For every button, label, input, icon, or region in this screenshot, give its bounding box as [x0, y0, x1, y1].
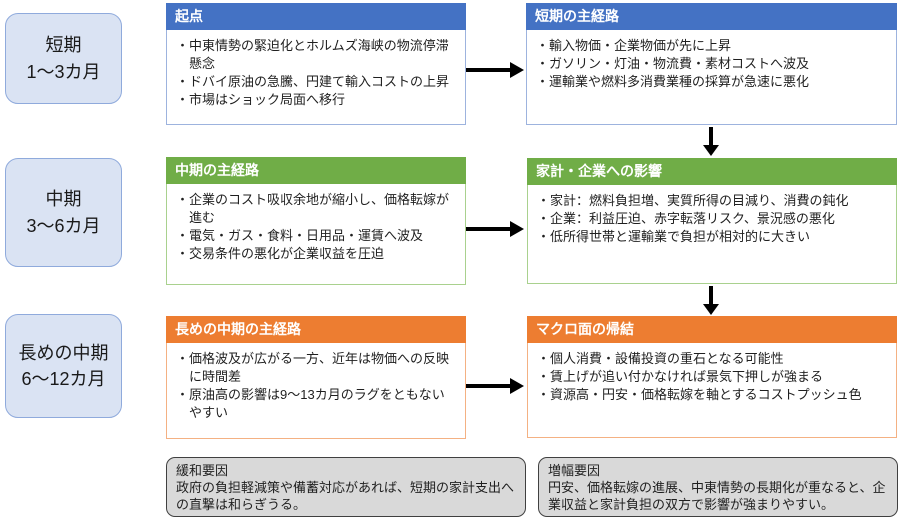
- bullet-item: ・価格波及が広がる一方、近年は物価への反映に時間差: [176, 351, 450, 384]
- bullet-item: ・交易条件の悪化が企業収益を圧迫: [176, 245, 385, 261]
- bullet-item: ・輸入物価・企業物価が先に上昇: [536, 38, 732, 53]
- box-impact-body: ・家計：燃料負担増、実質所得の目減り、消費の鈍化 ・企業：利益圧迫、赤字転落リス…: [528, 185, 896, 283]
- box-mid-term-path-body: ・企業のコスト吸収余地が縮小し、価格転嫁が進む ・電気・ガス・食料・日用品・運賃…: [167, 184, 465, 284]
- arrow-head-right: [510, 378, 524, 394]
- box-macro-outcome-body: ・個人消費・設備投資の重石となる可能性 ・賃上げが追い付かなければ景気下押しが強…: [528, 343, 896, 437]
- box-short-term-path-title: 短期の主経路: [526, 3, 897, 30]
- arrow-shaft: [466, 384, 511, 388]
- arrow-head-right: [510, 221, 524, 237]
- box-impact-title: 家計・企業への影響: [527, 158, 897, 185]
- bullet-item: ・運輸業や燃料多消費業種の採算が急速に悪化: [536, 73, 810, 89]
- stage-box-short-term: 短期 1〜3カ月: [5, 13, 122, 104]
- arrow-shaft: [709, 127, 713, 145]
- box-origin: 起点 ・中東情勢の緊迫化とホルムズ海峡の物流停滞懸念 ・ドバイ原油の急騰、円建て…: [166, 3, 466, 125]
- box-mid-term-path-title: 中期の主経路: [166, 157, 466, 184]
- arrow-head-down: [703, 145, 719, 156]
- bullet-item: ・個人消費・設備投資の重石となる可能性: [537, 351, 784, 366]
- bullet-item: ・中東情勢の緊迫化とホルムズ海峡の物流停滞懸念: [176, 38, 449, 71]
- stage-label-line1: 短期: [45, 35, 82, 56]
- stage-label-line2: 1〜3カ月: [26, 61, 101, 82]
- arrow-head-right: [510, 62, 524, 78]
- note-title: 緩和要因: [176, 463, 229, 478]
- box-short-term-path: 短期の主経路 ・輸入物価・企業物価が先に上昇 ・ガソリン・灯油・物流費・素材コス…: [526, 3, 897, 125]
- bullet-item: ・ドバイ原油の急騰、円建て輸入コストの上昇: [176, 73, 450, 89]
- stage-label-line2: 3〜6カ月: [26, 215, 101, 236]
- bullet-item: ・資源高・円安・価格転嫁を軸とするコストプッシュ色: [537, 386, 862, 402]
- box-longer-mid-term-path-title: 長めの中期の主経路: [166, 316, 466, 343]
- arrow-shaft: [466, 68, 511, 72]
- box-longer-mid-term-path: 長めの中期の主経路 ・価格波及が広がる一方、近年は物価への反映に時間差 ・原油高…: [166, 316, 466, 439]
- note-body: 政府の負担軽減策や備蓄対応があれば、短期の家計支出への直撃は和らぎうる。: [176, 480, 515, 513]
- box-macro-outcome: マクロ面の帰結 ・個人消費・設備投資の重石となる可能性 ・賃上げが追い付かなけれ…: [527, 316, 897, 438]
- arrow-impact-to-macro: [703, 286, 719, 315]
- stage-box-mid-term: 中期 3〜6カ月: [5, 158, 122, 267]
- arrow-origin-to-short-path: [466, 62, 524, 78]
- note-body: 円安、価格転嫁の進展、中東情勢の長期化が重なると、企業収益と家計負担の双方で影響…: [548, 480, 886, 513]
- arrow-mid-path-to-impact: [466, 221, 524, 237]
- bullet-item: ・ガソリン・灯油・物流費・素材コストへ波及: [536, 55, 810, 71]
- arrow-long-path-to-macro: [466, 378, 524, 394]
- bullet-item: ・電気・ガス・食料・日用品・運賃へ波及: [176, 227, 424, 243]
- arrow-short-path-to-impact: [703, 127, 719, 156]
- arrow-shaft: [466, 227, 511, 231]
- box-impact: 家計・企業への影響 ・家計：燃料負担増、実質所得の目減り、消費の鈍化 ・企業：利…: [527, 158, 897, 284]
- arrow-head-down: [703, 304, 719, 315]
- bullet-item: ・原油高の影響は9〜13カ月のラグをともないやすい: [176, 386, 445, 420]
- box-short-term-path-body: ・輸入物価・企業物価が先に上昇 ・ガソリン・灯油・物流費・素材コストへ波及 ・運…: [527, 30, 896, 124]
- box-longer-mid-term-path-body: ・価格波及が広がる一方、近年は物価への反映に時間差 ・原油高の影響は9〜13カ月…: [167, 343, 465, 438]
- bullet-item: ・企業のコスト吸収余地が縮小し、価格転嫁が進む: [176, 192, 450, 225]
- stage-box-longer-mid-term: 長めの中期 6〜12カ月: [5, 314, 122, 418]
- bullet-item: ・市場はショック局面へ移行: [176, 91, 346, 107]
- note-amplifying-factors: 増幅要因円安、価格転嫁の進展、中東情勢の長期化が重なると、企業収益と家計負担の双…: [538, 457, 898, 517]
- arrow-shaft: [709, 286, 713, 304]
- bullet-item: ・家計：燃料負担増、実質所得の目減り、消費の鈍化: [537, 193, 849, 208]
- box-origin-title: 起点: [166, 3, 466, 30]
- note-mitigating-factors: 緩和要因政府の負担軽減策や備蓄対応があれば、短期の家計支出への直撃は和らぎうる。: [166, 457, 526, 517]
- box-macro-outcome-title: マクロ面の帰結: [527, 316, 897, 343]
- box-mid-term-path: 中期の主経路 ・企業のコスト吸収余地が縮小し、価格転嫁が進む ・電気・ガス・食料…: [166, 157, 466, 285]
- stage-label-line1: 中期: [45, 189, 82, 210]
- stage-label-line2: 6〜12カ月: [21, 369, 106, 389]
- box-origin-body: ・中東情勢の緊迫化とホルムズ海峡の物流停滞懸念 ・ドバイ原油の急騰、円建て輸入コ…: [167, 30, 465, 124]
- stage-label-line1: 長めの中期: [18, 342, 109, 363]
- bullet-item: ・企業：利益圧迫、赤字転落リスク、景況感の悪化: [537, 210, 835, 226]
- note-title: 増幅要因: [548, 463, 601, 478]
- bullet-item: ・低所得世帯と運輸業で負担が相対的に大きい: [537, 228, 811, 244]
- bullet-item: ・賃上げが追い付かなければ景気下押しが強まる: [537, 368, 824, 384]
